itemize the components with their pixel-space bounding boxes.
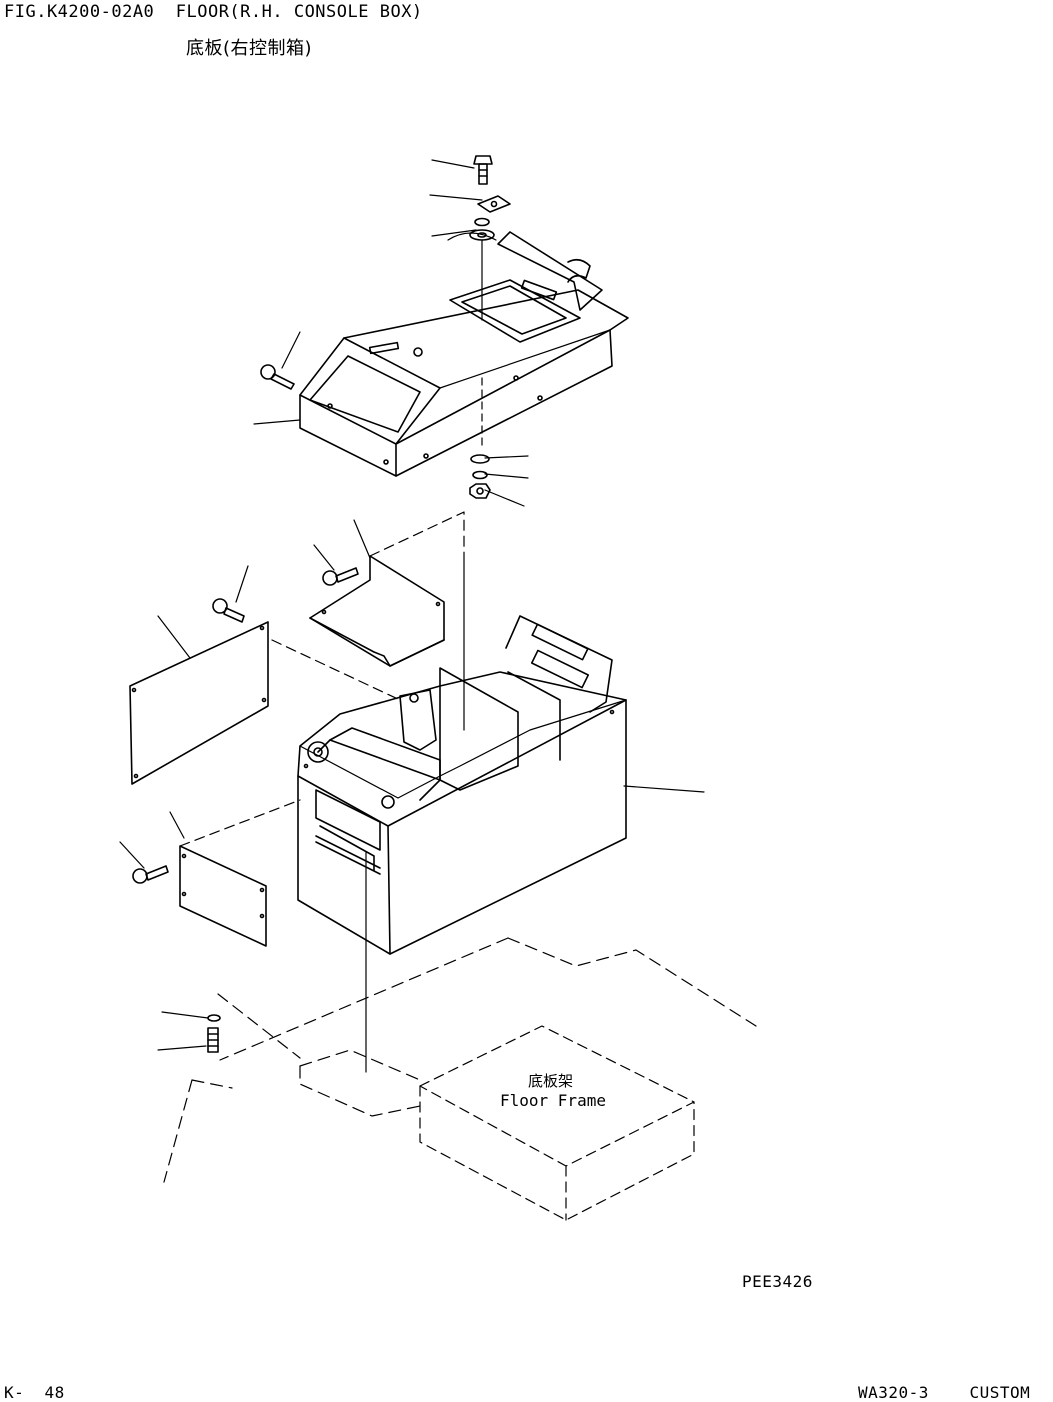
- bolt-left-panel: [212, 598, 245, 623]
- cover-plate-lower: [179, 845, 267, 947]
- bolt-lower-left: [132, 865, 169, 884]
- floor-frame: [419, 1025, 695, 1221]
- console-cover: [299, 231, 629, 477]
- washer-stack: [447, 217, 497, 241]
- figure-title: FIG.K4200-02A0 FLOOR(R.H. CONSOLE BOX): [4, 2, 423, 22]
- washer-lower: [207, 1014, 221, 1022]
- bolt-left-upper: [260, 364, 295, 390]
- bolt-top: [473, 155, 493, 185]
- page-number: K- 48: [4, 1383, 65, 1402]
- leader-lines: [119, 159, 705, 1051]
- figure-subtitle: 底板(右控制箱): [186, 38, 313, 59]
- drawing-reference-code: PEE3426: [742, 1272, 813, 1291]
- stud-bolt: [207, 1027, 219, 1053]
- bracket-panel: [309, 511, 465, 667]
- bolt-mid: [322, 567, 359, 586]
- console-box: [179, 615, 627, 955]
- floor-frame-label-en: Floor Frame: [500, 1091, 606, 1110]
- side-panel-left: [129, 621, 401, 785]
- nut-washer-stack: [469, 454, 491, 499]
- floor-frame-label-cn: 底板架: [528, 1072, 573, 1090]
- plate-washer: [477, 195, 511, 213]
- floor-outline: [163, 937, 757, 1183]
- model-label: WA320-3 CUSTOM: [858, 1383, 1031, 1402]
